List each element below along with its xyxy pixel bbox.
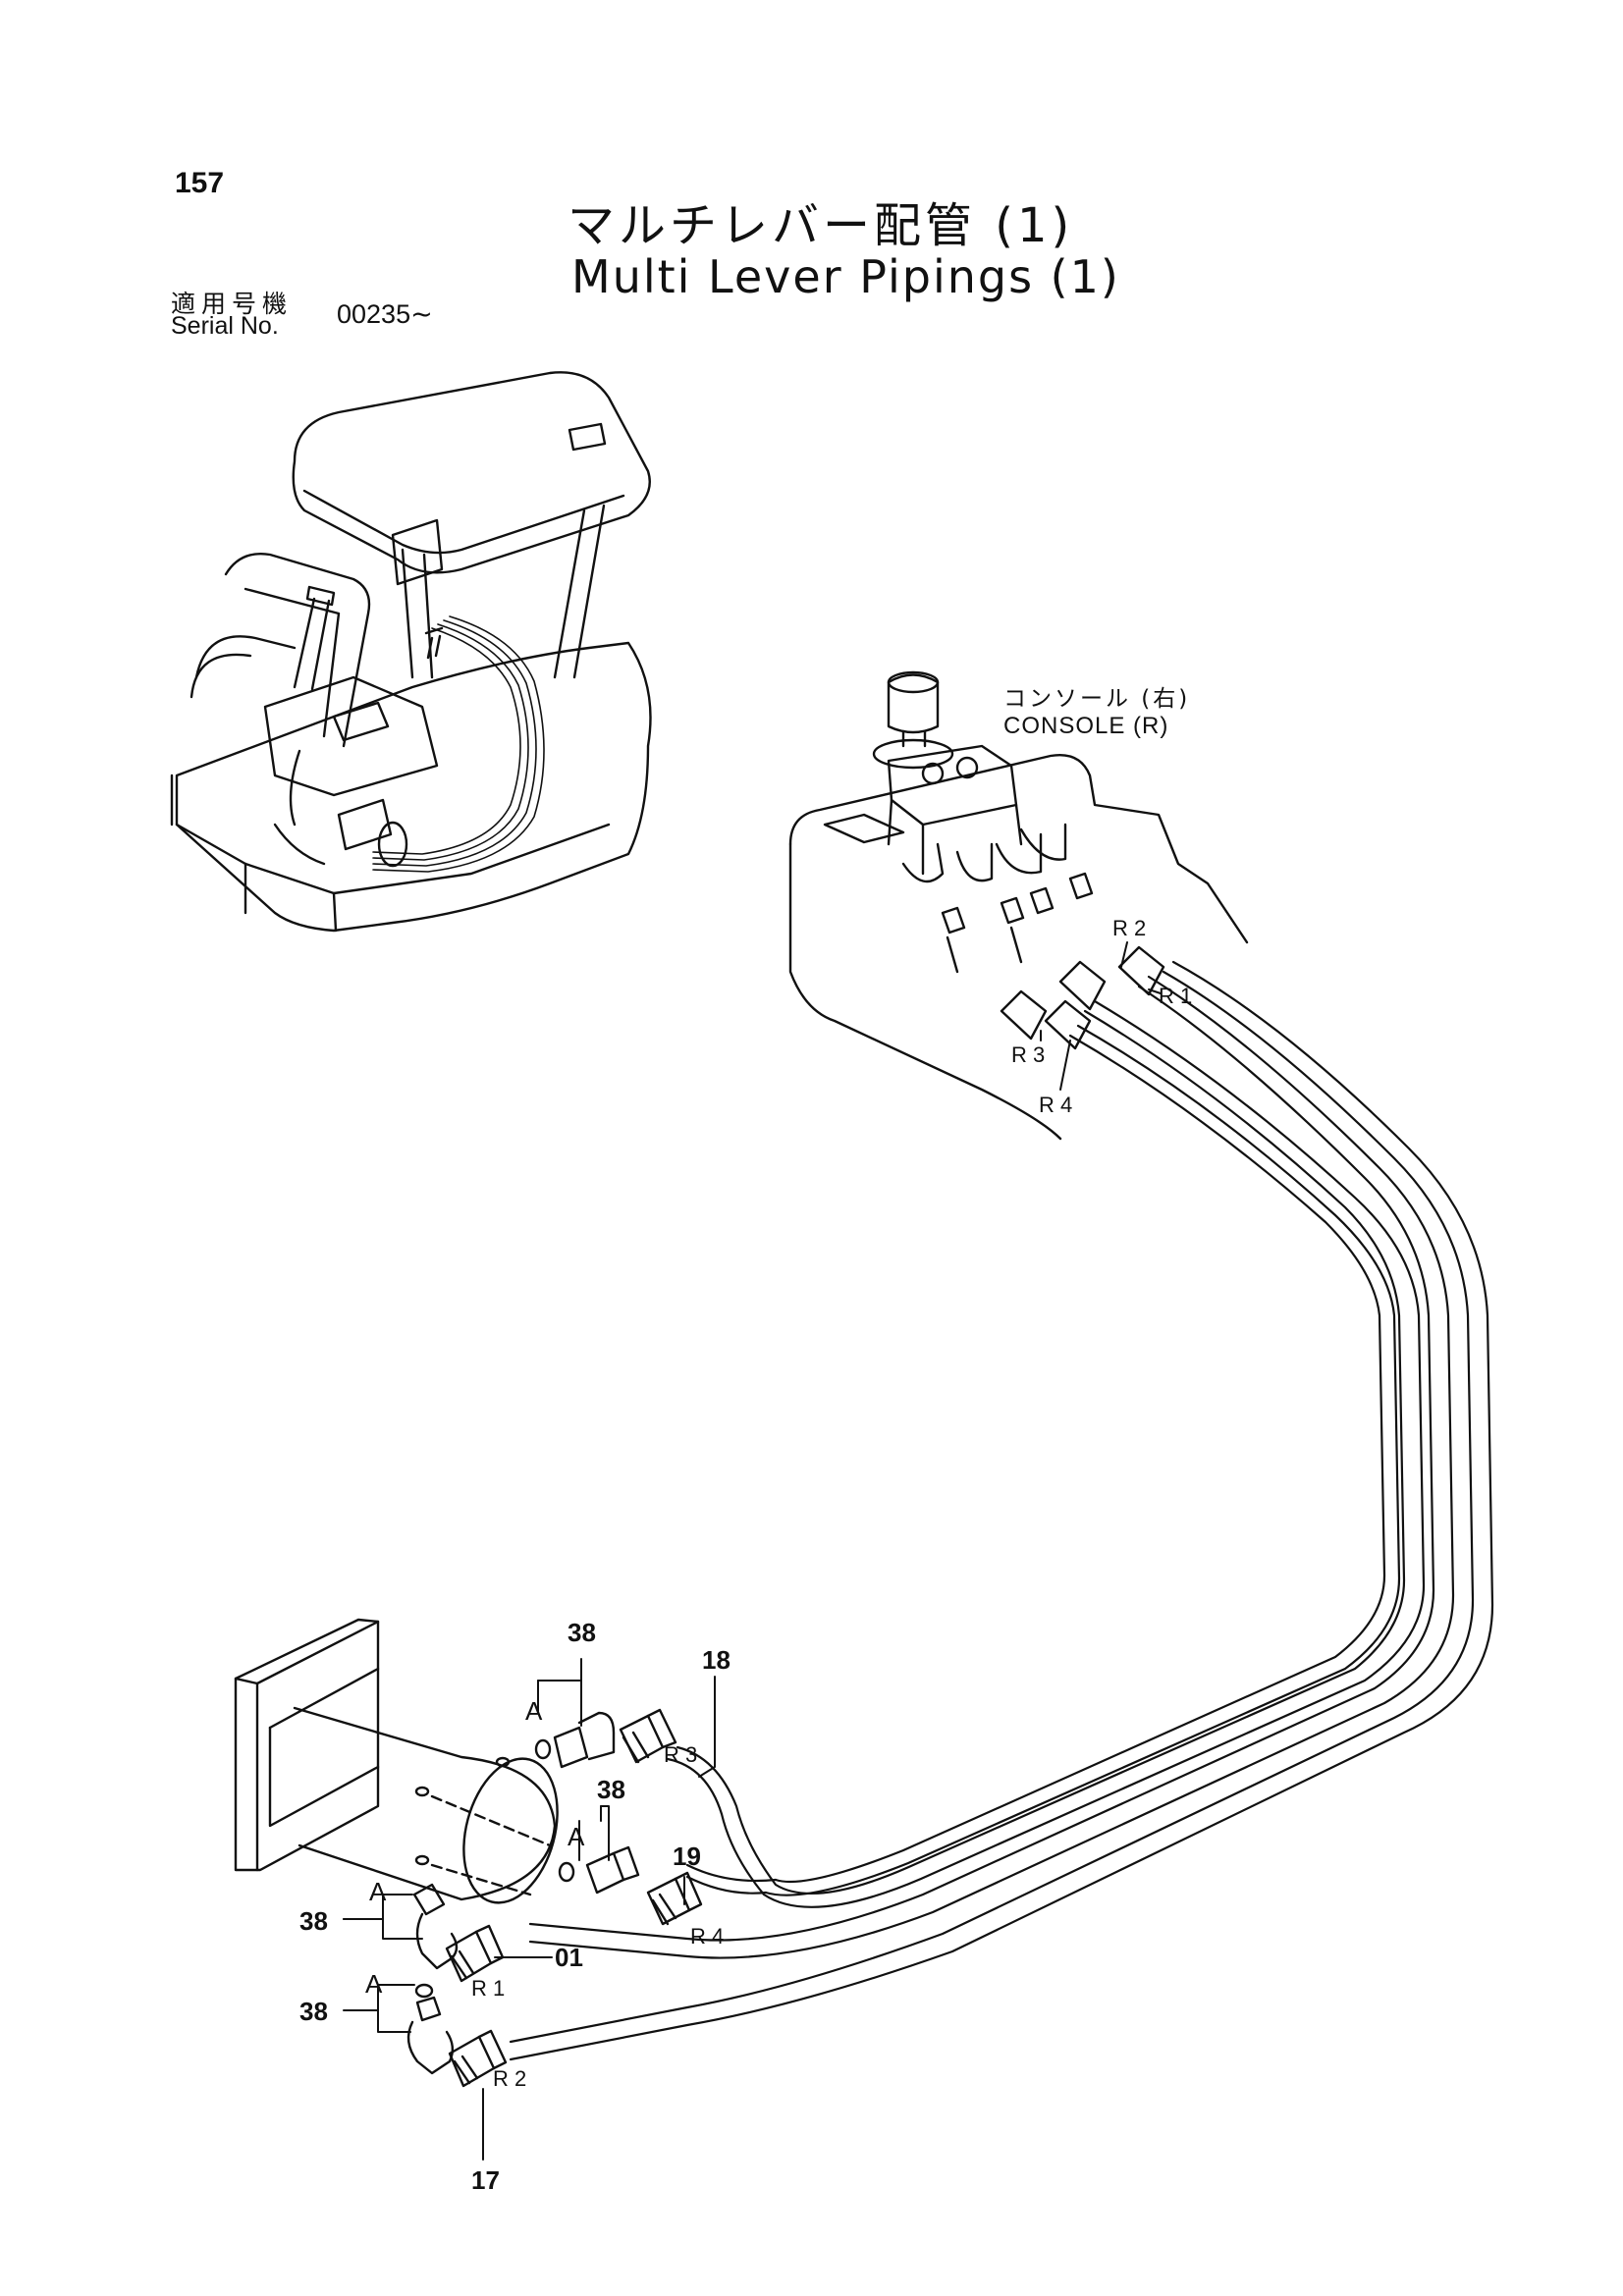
hose-connector-r2 [448,2029,508,2088]
leader-lines [343,941,1162,2161]
title-english: Multi Lever Pipings (1) [571,250,1120,303]
excavator-cab-illustration [170,371,652,933]
hose-label-r4: R 4 [690,1924,724,1949]
title-japanese: マルチレバー配管 (1) [568,198,1074,253]
part-19: 19 [673,1842,701,1871]
console-label-r4: R 4 [1039,1093,1072,1117]
main-hoses [509,960,1494,2061]
part-38-mid: 38 [597,1775,625,1804]
hose-connector-r3 [619,1708,677,1764]
part-38-left-lower: 38 [299,1997,328,2026]
console-label-r2: R 2 [1112,916,1146,940]
serial-number-value: 00235∼ [337,299,433,329]
ref-a-top: A [525,1696,543,1726]
console-label-english: CONSOLE (R) [1003,713,1169,739]
part-01: 01 [555,1943,583,1972]
hose-label-r1: R 1 [471,1976,505,2001]
ref-a-left-upper: A [369,1877,387,1906]
part-38-top: 38 [568,1618,596,1647]
hose-connector-r4 [646,1871,703,1926]
part-38-left-upper: 38 [299,1906,328,1936]
serial-label-english: Serial No. [171,312,279,340]
part-18: 18 [702,1645,730,1675]
elbow-fitting-top-a [534,1711,616,1769]
diagram-labels: R 2 R 1 R 3 R 4 38 A 18 R 3 38 A 19 R 4 … [299,916,1192,2195]
hose-label-r3: R 3 [664,1742,697,1767]
elbow-fitting-mid-a [558,1845,640,1895]
console-label-japanese: コンソール (右) [1003,686,1191,712]
page-number: 157 [175,167,225,199]
hose-connector-r1 [445,1924,505,1983]
ref-a-mid: A [568,1822,585,1851]
console-label-r3: R 3 [1011,1042,1045,1067]
motor-cylinder [234,1618,559,1904]
part-17: 17 [471,2165,500,2195]
serial-label-japanese: 適用号機 [171,290,294,318]
elbow-fitting-left-lower [406,1983,455,2075]
console-right-body [788,670,1249,1141]
ref-a-left-lower: A [365,1969,383,1999]
hose-label-r2: R 2 [493,2066,526,2091]
console-hose-fittings [1000,945,1165,1050]
console-label-r1: R 1 [1159,984,1192,1008]
